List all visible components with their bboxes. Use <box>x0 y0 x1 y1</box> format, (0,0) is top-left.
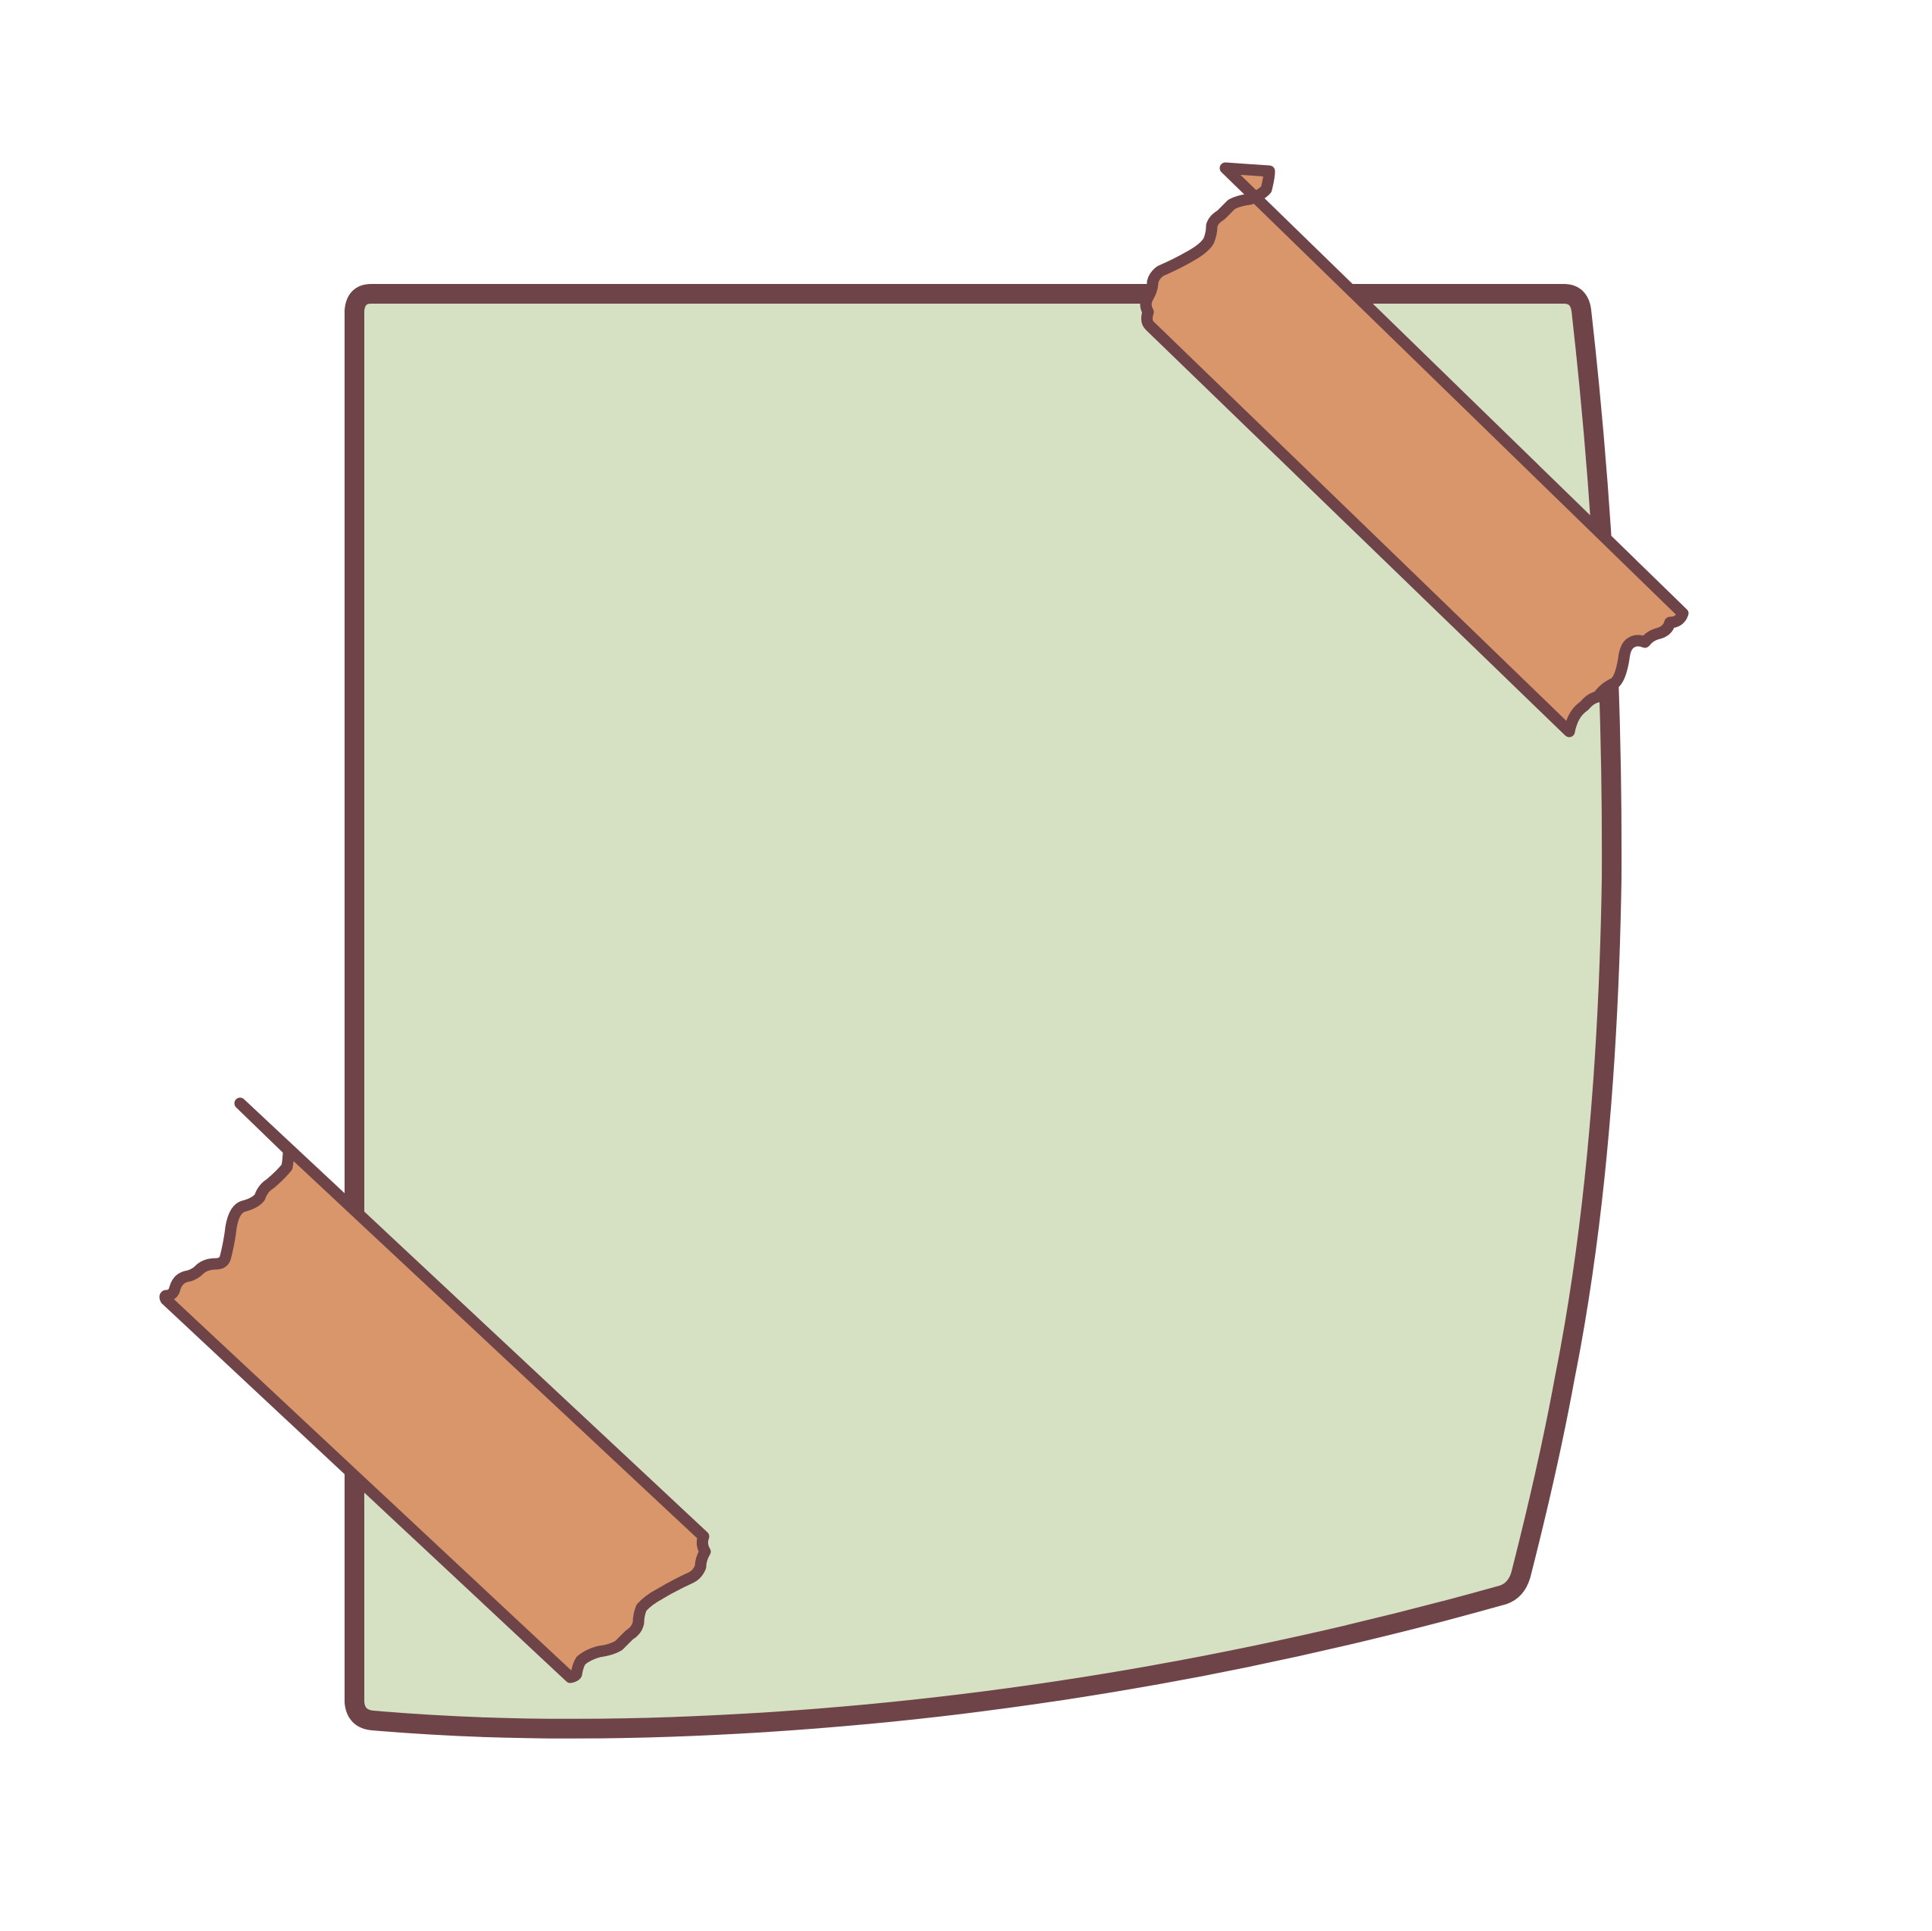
tape-bottom-left <box>159 1097 711 1683</box>
tape-top-right <box>1140 162 1689 738</box>
